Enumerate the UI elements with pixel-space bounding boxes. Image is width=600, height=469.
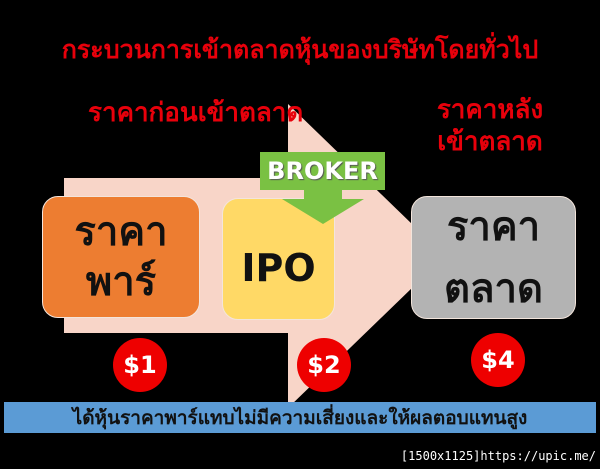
broker-label: BROKER <box>260 152 385 190</box>
label-after-market: ราคาหลัง เข้าตลาด <box>410 94 570 158</box>
stage-par-price: ราคา พาร์ <box>42 196 200 318</box>
diagram-title: กระบวนการเข้าตลาดหุ้นของบริษัทโดยทั่วไป <box>61 35 539 64</box>
stage-market-line1: ราคา <box>446 203 541 250</box>
label-after-line1: ราคาหลัง <box>436 95 544 125</box>
label-after-line2: เข้าตลาด <box>437 127 543 157</box>
summary-banner: ได้หุ้นราคาพาร์แทบไม่มีความเสี่ยงและให้ผ… <box>4 402 596 433</box>
price-badge-par: $1 <box>113 338 167 392</box>
price-badge-market: $4 <box>471 333 525 387</box>
stage-ipo-label: IPO <box>241 246 316 290</box>
stage-ipo: IPO <box>222 198 335 320</box>
stage-par-line1: ราคา <box>74 209 168 255</box>
stage-market-price: ราคา ตลาด <box>411 196 576 319</box>
price-badge-ipo: $2 <box>297 338 351 392</box>
stage-par-line2: พาร์ <box>85 259 157 305</box>
down-arrow-icon <box>282 188 364 224</box>
label-before-market: ราคาก่อนเข้าตลาด <box>88 98 304 128</box>
stage-market-line2: ตลาด <box>444 265 543 312</box>
watermark: [1500x1125]https://upic.me/ <box>400 449 596 463</box>
